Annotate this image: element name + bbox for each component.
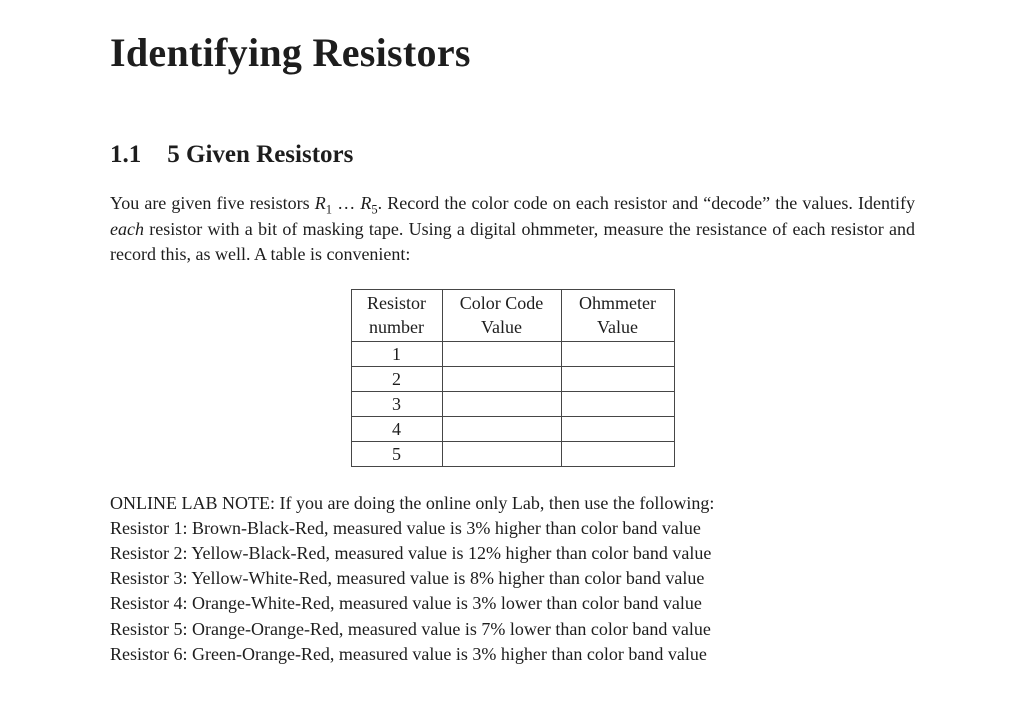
ohmmeter-value-cell xyxy=(560,390,675,417)
header-text: number xyxy=(369,316,424,337)
paragraph-text: . Record the color code on each resistor… xyxy=(377,193,916,213)
emphasized-text: each xyxy=(110,218,144,239)
resistor-number-cell: 5 xyxy=(350,440,443,467)
paragraph-text: You are given five resistors xyxy=(110,193,315,213)
online-note-heading: ONLINE LAB NOTE: If you are doing the on… xyxy=(110,492,715,513)
header-text: Ohmmeter xyxy=(579,292,656,313)
online-note-lines: Resistor 1: Brown-Black-Red, measured va… xyxy=(110,516,915,667)
resistor-table-head: Resistor number Color Code Value Ohmmete… xyxy=(350,288,675,342)
online-lab-note: ONLINE LAB NOTE: If you are doing the on… xyxy=(110,491,915,667)
resistor-number-cell: 3 xyxy=(350,390,443,417)
header-resistor-number: Resistor number xyxy=(350,288,443,342)
header-text: Value xyxy=(481,316,522,337)
document-title: Identifying Resistors xyxy=(110,30,471,75)
math-subscript: 1 xyxy=(325,202,333,217)
color-code-value-cell xyxy=(441,415,562,442)
online-note-line: Resistor 4: Orange-White-Red, measured v… xyxy=(110,593,702,614)
table-row: 5 xyxy=(350,440,675,467)
resistor-number-cell: 4 xyxy=(350,415,443,442)
table-row: 3 xyxy=(350,390,675,417)
color-code-value-cell xyxy=(441,390,562,417)
math-subscript: 5 xyxy=(371,202,378,217)
table-header-row: Resistor number Color Code Value Ohmmete… xyxy=(350,288,675,342)
math-variable: R xyxy=(314,193,326,213)
online-note-line: Resistor 3: Yellow-White-Red, measured v… xyxy=(110,568,705,589)
online-note-line: Resistor 6: Green-Orange-Red, measured v… xyxy=(110,643,707,664)
math-variable: R xyxy=(360,193,372,213)
ohmmeter-value-cell xyxy=(560,365,675,392)
table-row: 4 xyxy=(350,415,675,442)
intro-paragraph: You are given five resistors R1 … R5. Re… xyxy=(110,191,915,268)
resistor-number-cell: 2 xyxy=(350,365,443,392)
ohmmeter-value-cell xyxy=(560,340,675,367)
paragraph-text: resistor with a bit of masking tape. Usi… xyxy=(110,218,915,265)
header-color-code-value: Color Code Value xyxy=(441,288,562,342)
ohmmeter-value-cell xyxy=(560,415,675,442)
online-note-line: Resistor 2: Yellow-Black-Red, measured v… xyxy=(110,542,712,563)
paragraph-text: … xyxy=(332,193,361,213)
online-note-line: Resistor 5: Orange-Orange-Red, measured … xyxy=(110,618,711,639)
color-code-value-cell xyxy=(441,340,562,367)
header-text: Resistor xyxy=(366,292,426,313)
section-title: 5 Given Resistors xyxy=(167,141,354,168)
table-row: 2 xyxy=(350,365,675,392)
ohmmeter-value-cell xyxy=(560,440,675,467)
table-row: 1 xyxy=(350,340,675,367)
color-code-value-cell xyxy=(441,365,562,392)
section-number: 1.1 xyxy=(110,141,142,168)
header-text: Color Code xyxy=(459,292,544,313)
color-code-value-cell xyxy=(441,440,562,467)
online-note-line: Resistor 1: Brown-Black-Red, measured va… xyxy=(110,517,701,538)
header-ohmmeter-value: Ohmmeter Value xyxy=(560,288,675,342)
resistor-table: Resistor number Color Code Value Ohmmete… xyxy=(350,288,675,467)
section-heading: 1.1 5 Given Resistors xyxy=(110,140,915,170)
header-text: Value xyxy=(597,316,638,337)
resistor-number-cell: 1 xyxy=(350,340,443,367)
